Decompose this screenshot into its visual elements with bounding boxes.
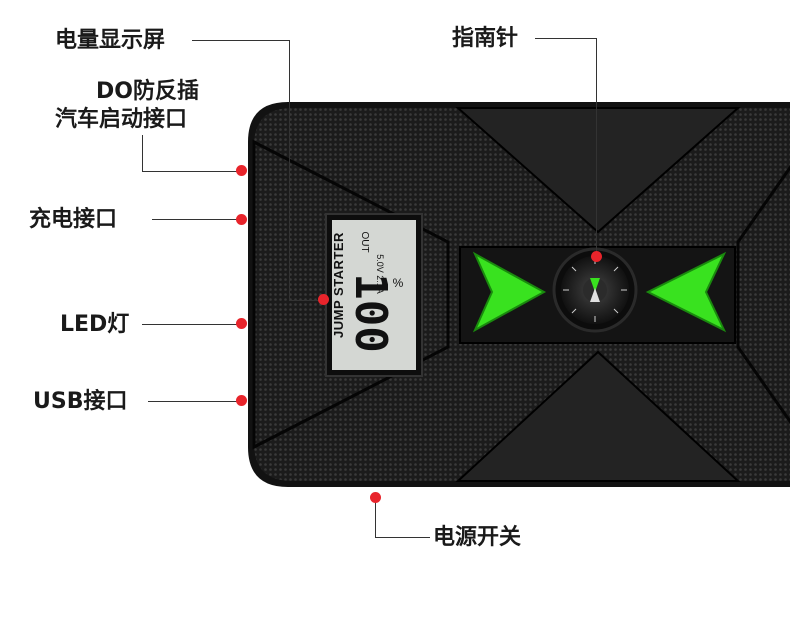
dc-port-dot: [236, 165, 247, 176]
usb-port-label: USB接口: [33, 389, 128, 414]
dc-port-label-line1: DO防反插: [96, 79, 199, 104]
lcd-percent-value: 100: [345, 273, 396, 353]
charge-port-label: 充电接口: [29, 207, 118, 232]
led-line: [142, 324, 242, 325]
lcd-out-text: OUT: [359, 231, 370, 253]
left-green-arrow: [472, 251, 547, 333]
charge-port-dot: [236, 214, 247, 225]
power-switch-line-v: [375, 497, 376, 537]
charge-port-line: [152, 219, 242, 220]
power-switch-dot: [370, 492, 381, 503]
usb-port-dot: [236, 395, 247, 406]
led-label: LED灯: [60, 312, 130, 337]
right-green-arrow: [645, 251, 727, 333]
dc-port-line-v: [142, 135, 143, 171]
usb-port-line: [148, 401, 242, 402]
battery-display-screen: [325, 213, 423, 377]
dc-port-line-h: [142, 171, 242, 172]
compass-dot: [591, 251, 602, 262]
dc-port-label-line2: 汽车启动接口: [55, 107, 188, 132]
compass-icon: [552, 247, 638, 333]
battery-display-line-h2: [289, 300, 324, 301]
battery-display-line-v: [289, 40, 290, 300]
led-dot: [236, 318, 247, 329]
compass-line-v: [596, 38, 597, 256]
compass-line-h: [535, 38, 597, 39]
battery-display-line-h: [192, 40, 289, 41]
jump-starter-device: [248, 102, 790, 487]
power-switch-label: 电源开关: [433, 525, 522, 550]
lcd-percent-unit: %: [392, 276, 404, 290]
power-switch-line-h: [375, 537, 430, 538]
battery-display-dot: [318, 294, 329, 305]
battery-display-label: 电量显示屏: [55, 28, 166, 53]
compass-label: 指南针: [452, 26, 519, 51]
